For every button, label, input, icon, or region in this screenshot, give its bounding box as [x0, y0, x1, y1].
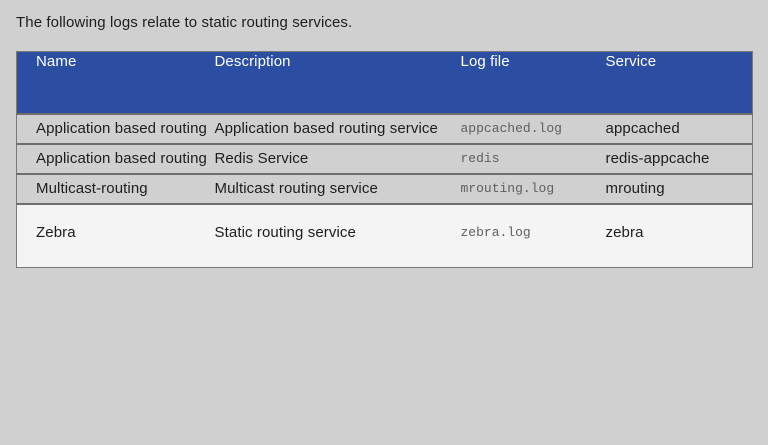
cell-description: Static routing service — [214, 224, 356, 241]
table-row: Multicast-routing Multicast routing serv… — [16, 174, 753, 204]
cell-service: redis-appcache — [605, 150, 710, 167]
table-row: Application based routing Application ba… — [16, 114, 753, 144]
table-header: Name Description Log file Service — [16, 51, 753, 114]
column-header-log-file: Log file — [460, 53, 510, 70]
cell-name: Multicast-routing — [36, 180, 148, 197]
static-routing-logs-table: Name Description Log file Service Applic… — [16, 51, 753, 268]
cell-service: appcached — [605, 120, 680, 137]
table-row: Zebra Static routing service zebra.log z… — [16, 204, 753, 268]
table-body: Application based routing Application ba… — [16, 114, 753, 268]
cell-service: zebra — [605, 224, 644, 241]
cell-name: Application based routing — [36, 120, 207, 137]
intro-paragraph: The following logs relate to static rout… — [16, 14, 353, 31]
cell-description: Application based routing service — [214, 120, 438, 137]
cell-description: Redis Service — [214, 150, 309, 167]
table-row: Application based routing Redis Service … — [16, 144, 753, 174]
cell-service: mrouting — [605, 180, 665, 197]
cell-name: Application based routing — [36, 150, 207, 167]
cell-log-file: redis — [460, 151, 500, 166]
cell-log-file: appcached.log — [460, 121, 562, 136]
column-header-description: Description — [214, 53, 291, 70]
cell-description: Multicast routing service — [214, 180, 378, 197]
column-header-service: Service — [605, 53, 657, 70]
cell-name: Zebra — [36, 224, 76, 241]
table-header-row: Name Description Log file Service — [16, 51, 753, 114]
cell-log-file: zebra.log — [460, 225, 531, 240]
cell-log-file: mrouting.log — [460, 181, 555, 196]
column-header-name: Name — [36, 53, 77, 70]
